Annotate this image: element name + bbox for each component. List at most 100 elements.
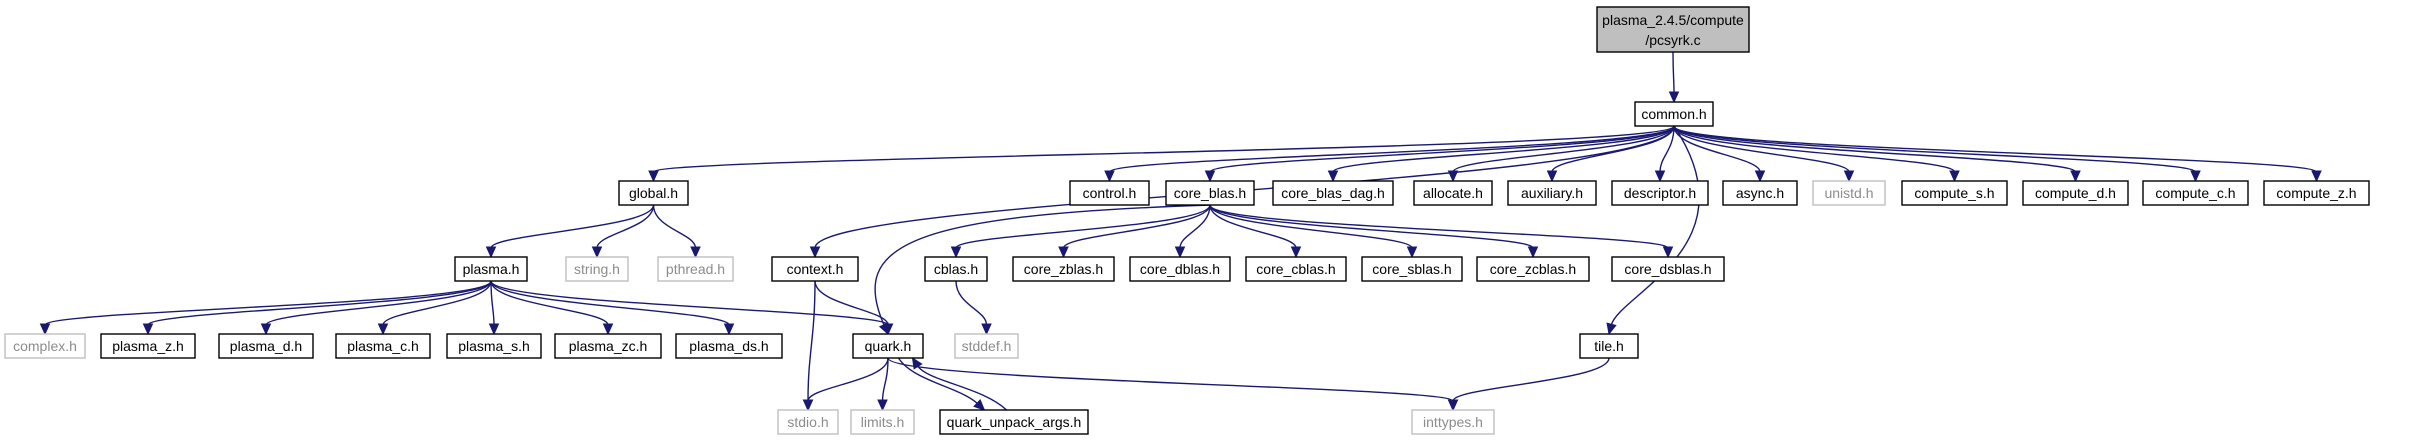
edge-common-to-allocate	[1452, 125, 1675, 173]
node-compute-s[interactable]: compute_s.h	[1901, 180, 2008, 206]
arrowhead	[1447, 170, 1459, 183]
node-core-sblas[interactable]: core_sblas.h	[1361, 256, 1463, 282]
node-unistd[interactable]: unistd.h	[1812, 180, 1886, 206]
node-quark-unpack-args[interactable]: quark_unpack_args.h	[939, 409, 1089, 435]
edge-plasma-to-plasma-zc	[490, 280, 609, 326]
node-global[interactable]: global.h	[618, 180, 689, 206]
edge-common-to-auxiliary	[1551, 125, 1675, 173]
node-cblas[interactable]: cblas.h	[924, 256, 988, 282]
node-descriptor[interactable]: descriptor.h	[1611, 180, 1709, 206]
arrowhead	[1843, 170, 1855, 183]
node-context[interactable]: context.h	[771, 256, 859, 282]
edge-core-blas-to-core-dblas	[1179, 204, 1211, 249]
node-pthread[interactable]: pthread.h	[657, 256, 734, 282]
node-label: limits.h	[861, 414, 905, 430]
node-label: string.h	[574, 261, 620, 277]
node-core-zblas[interactable]: core_zblas.h	[1012, 256, 1115, 282]
node-core-zcblas[interactable]: core_zcblas.h	[1476, 256, 1590, 282]
node-label: core_dblas.h	[1140, 261, 1220, 277]
node-tile[interactable]: tile.h	[1579, 333, 1639, 359]
node-label: allocate.h	[1423, 185, 1483, 201]
node-label: quark_unpack_args.h	[947, 414, 1082, 430]
node-label: compute_c.h	[2155, 185, 2235, 201]
edge-common-to-compute-z	[1673, 125, 2318, 173]
node-auxiliary[interactable]: auxiliary.h	[1507, 180, 1597, 206]
node-label: complex.h	[13, 338, 77, 354]
arrowhead	[723, 323, 735, 336]
node-inttypes[interactable]: inttypes.h	[1411, 409, 1495, 435]
edge-tile-to-inttypes	[1452, 357, 1610, 402]
node-compute-c[interactable]: compute_c.h	[2142, 180, 2249, 206]
edge-common-to-tile	[1610, 125, 1700, 326]
node-label: common.h	[1641, 106, 1706, 122]
node-label: context.h	[787, 261, 844, 277]
arrowhead	[1546, 170, 1558, 183]
arrowhead	[602, 323, 614, 336]
arrowhead	[882, 323, 894, 336]
node-label: global.h	[629, 185, 678, 201]
node-label: compute_z.h	[2276, 185, 2356, 201]
edge-plasma-to-plasma-z	[147, 280, 492, 326]
edges-layer	[39, 51, 2322, 412]
node-plasma-d[interactable]: plasma_d.h	[218, 333, 314, 359]
node-label: core_sblas.h	[1372, 261, 1451, 277]
node-complex[interactable]: complex.h	[4, 333, 86, 359]
node-plasma-zc[interactable]: plasma_zc.h	[554, 333, 662, 359]
node-label: plasma_c.h	[347, 338, 419, 354]
node-compute-z[interactable]: compute_z.h	[2263, 180, 2370, 206]
node-common[interactable]: common.h	[1634, 101, 1714, 127]
arrowhead	[1327, 170, 1339, 183]
arrowhead	[1174, 246, 1186, 259]
edge-context-to-quark	[814, 280, 889, 326]
node-label: stdio.h	[787, 414, 828, 430]
arrowhead	[1754, 170, 1766, 183]
node-plasma-z[interactable]: plasma_z.h	[100, 333, 196, 359]
root-label-line2: /pcsyrk.c	[1645, 32, 1700, 48]
edge-common-to-compute-s	[1673, 125, 1956, 173]
node-plasma-s[interactable]: plasma_s.h	[446, 333, 542, 359]
node-core-cblas[interactable]: core_cblas.h	[1245, 256, 1347, 282]
edge-common-to-compute-d	[1673, 125, 2077, 173]
arrowhead	[973, 398, 986, 411]
node-quark[interactable]: quark.h	[852, 333, 924, 359]
node-compute-d[interactable]: compute_d.h	[2022, 180, 2129, 206]
node-string[interactable]: string.h	[565, 256, 629, 282]
node-async[interactable]: async.h	[1722, 180, 1798, 206]
node-label: plasma_z.h	[112, 338, 184, 354]
node-control[interactable]: control.h	[1069, 180, 1150, 206]
node-core-blas[interactable]: core_blas.h	[1165, 180, 1255, 206]
edge-root-to-common	[1672, 51, 1675, 94]
arrowhead	[2311, 170, 2322, 183]
node-label: compute_d.h	[2035, 185, 2116, 201]
edge-global-to-pthread	[652, 204, 697, 249]
edge-core-blas-to-cblas	[955, 204, 1211, 249]
node-allocate[interactable]: allocate.h	[1413, 180, 1493, 206]
edge-common-to-async	[1673, 125, 1761, 173]
edge-common-to-compute-c	[1673, 125, 2197, 173]
edge-global-to-plasma	[490, 204, 655, 249]
node-stdio[interactable]: stdio.h	[777, 409, 839, 435]
edge-plasma-to-plasma-c	[382, 280, 492, 326]
arrowhead	[142, 323, 154, 336]
node-limits[interactable]: limits.h	[850, 409, 915, 435]
node-label: plasma_d.h	[230, 338, 302, 354]
node-plasma-ds[interactable]: plasma_ds.h	[675, 333, 783, 359]
node-core-dsblas[interactable]: core_dsblas.h	[1611, 256, 1725, 282]
arrowhead	[1606, 322, 1617, 336]
node-plasma[interactable]: plasma.h	[454, 256, 528, 282]
edge-common-to-core-blas-dag	[1332, 125, 1675, 173]
node-core-blas-dag[interactable]: core_blas_dag.h	[1272, 180, 1394, 206]
edge-common-to-unistd	[1673, 125, 1850, 173]
node-plasma-c[interactable]: plasma_c.h	[335, 333, 431, 359]
arrowhead	[2070, 170, 2081, 183]
edge-core-blas-to-quark	[874, 204, 1211, 327]
edge-context-to-stdio	[807, 280, 816, 402]
arrowhead	[1662, 246, 1674, 259]
node-label: unistd.h	[1824, 185, 1873, 201]
edge-quark-to-limits	[881, 357, 889, 402]
node-root[interactable]: plasma_2.4.5/compute /pcsyrk.c	[1596, 6, 1750, 53]
node-stddef[interactable]: stddef.h	[954, 333, 1019, 359]
arrowhead	[485, 246, 497, 259]
node-label: inttypes.h	[1423, 414, 1483, 430]
node-core-dblas[interactable]: core_dblas.h	[1129, 256, 1231, 282]
